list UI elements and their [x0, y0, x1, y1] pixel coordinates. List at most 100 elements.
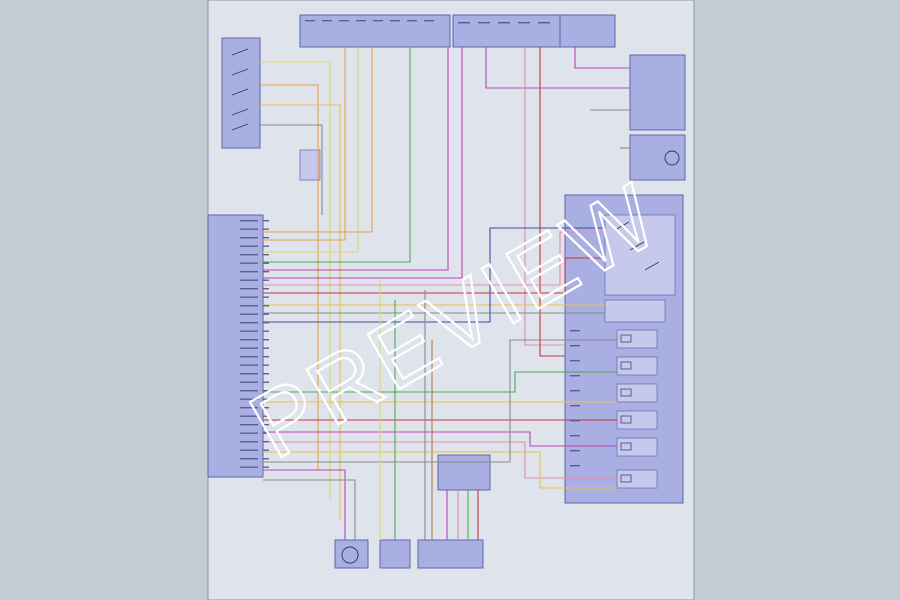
wire-gold-sol-2	[263, 451, 617, 489]
pin-label-tick	[240, 458, 258, 460]
wire-orange-trunk	[263, 47, 346, 241]
trans-pin-tick	[570, 405, 580, 407]
pin-label-tick	[240, 432, 258, 434]
switch-contact-icon	[614, 221, 630, 231]
pin-tick	[263, 296, 269, 298]
pin-tick	[263, 279, 269, 281]
wire-pink-trunk	[524, 47, 565, 346]
motor-circle-icon	[664, 150, 680, 166]
pin-label-tick	[240, 390, 258, 392]
pin-tick	[263, 245, 269, 247]
pin-tick	[263, 424, 269, 426]
wire-green-sol	[263, 371, 617, 393]
solenoid-coil-icon	[620, 474, 632, 483]
pin-tick	[263, 356, 269, 358]
pin-label-tick	[240, 279, 258, 281]
trans-pin-tick	[570, 360, 580, 362]
pin-label-tick	[240, 347, 258, 349]
pin-label-tick	[240, 296, 258, 298]
labels-layer	[240, 20, 580, 468]
throttle-actuator-module	[437, 454, 491, 491]
pin-tick	[263, 466, 269, 468]
fuse-block-small-component	[559, 14, 616, 48]
pin-label-tick	[240, 228, 258, 230]
pin-label-tick	[240, 220, 258, 222]
solenoid-coil-icon	[620, 334, 632, 343]
relay-label-tick	[518, 22, 530, 24]
fluid-temp-sensor	[604, 299, 666, 323]
solenoid-coil-icon	[620, 442, 632, 451]
transmission-range-switch	[604, 214, 676, 296]
pin-tick	[263, 364, 269, 366]
wire-gray-sol	[263, 339, 617, 463]
fuse-label-tick	[339, 20, 349, 22]
pin-label-tick	[240, 373, 258, 375]
pin-tick	[263, 415, 269, 417]
trans-pin-tick	[570, 390, 580, 392]
wire-red-tr	[263, 257, 605, 294]
switch-contact-icon	[231, 88, 249, 96]
trans-pin-tick	[570, 345, 580, 347]
pin-tick	[263, 441, 269, 443]
switch-contact-icon	[231, 123, 249, 131]
wire-red-trunk	[539, 47, 565, 357]
pin-label-tick	[240, 449, 258, 451]
pin-label-tick	[240, 313, 258, 315]
pin-label-tick	[240, 262, 258, 264]
trans-pin-tick	[570, 330, 580, 332]
trans-pin-tick	[570, 465, 580, 467]
pin-label-tick	[240, 424, 258, 426]
pin-label-tick	[240, 381, 258, 383]
pin-label-tick	[240, 305, 258, 307]
wire-magenta-fuse	[574, 47, 630, 69]
pin-label-tick	[240, 237, 258, 239]
fuse-label-tick	[356, 20, 366, 22]
wire-gray	[260, 124, 323, 215]
pin-tick	[263, 381, 269, 383]
trans-pin-tick	[570, 450, 580, 452]
shift-solenoid-6	[616, 469, 658, 489]
trans-pin-tick	[570, 375, 580, 377]
pin-tick	[263, 432, 269, 434]
pin-tick	[263, 262, 269, 264]
pin-label-tick	[240, 356, 258, 358]
pin-tick	[263, 407, 269, 409]
switch-contact-icon	[231, 108, 249, 116]
solenoid-coil-icon	[620, 388, 632, 397]
wire-green-trunk	[263, 47, 411, 263]
pin-tick	[263, 449, 269, 451]
wire-magenta-vss	[263, 469, 346, 540]
wire-magenta-sol	[263, 431, 617, 447]
pin-tick	[263, 330, 269, 332]
ignition-switch-component	[221, 37, 261, 149]
fuse-label-tick	[305, 20, 315, 22]
fuse-label-tick	[407, 20, 417, 22]
relay-label-tick	[478, 22, 490, 24]
pin-tick	[263, 398, 269, 400]
relay-connector-component	[452, 14, 562, 48]
wire-yellow-trunk	[263, 47, 359, 253]
switch-contact-icon	[644, 261, 660, 271]
fuse-block-component	[299, 14, 451, 48]
wire-magenta-trunk	[263, 47, 449, 271]
pin-tick	[263, 339, 269, 341]
pin-tick	[263, 347, 269, 349]
pin-tick	[263, 313, 269, 315]
throttle-control-module	[417, 539, 484, 569]
pin-label-tick	[240, 271, 258, 273]
pin-label-tick	[240, 288, 258, 290]
relay-label-tick	[498, 22, 510, 24]
engine-coolant-sensor	[379, 539, 411, 569]
vehicle-speed-sensor	[334, 539, 369, 569]
pin-label-tick	[240, 322, 258, 324]
pin-label-tick	[240, 398, 258, 400]
wire-orange	[260, 84, 319, 470]
pin-tick	[263, 390, 269, 392]
wire-yellow	[260, 61, 331, 500]
fuse-label-tick	[424, 20, 434, 22]
fuse-label-tick	[390, 20, 400, 22]
switch-contact-icon	[231, 68, 249, 76]
pin-label-tick	[240, 415, 258, 417]
pin-tick	[263, 373, 269, 375]
fuse-label-tick	[373, 20, 383, 22]
